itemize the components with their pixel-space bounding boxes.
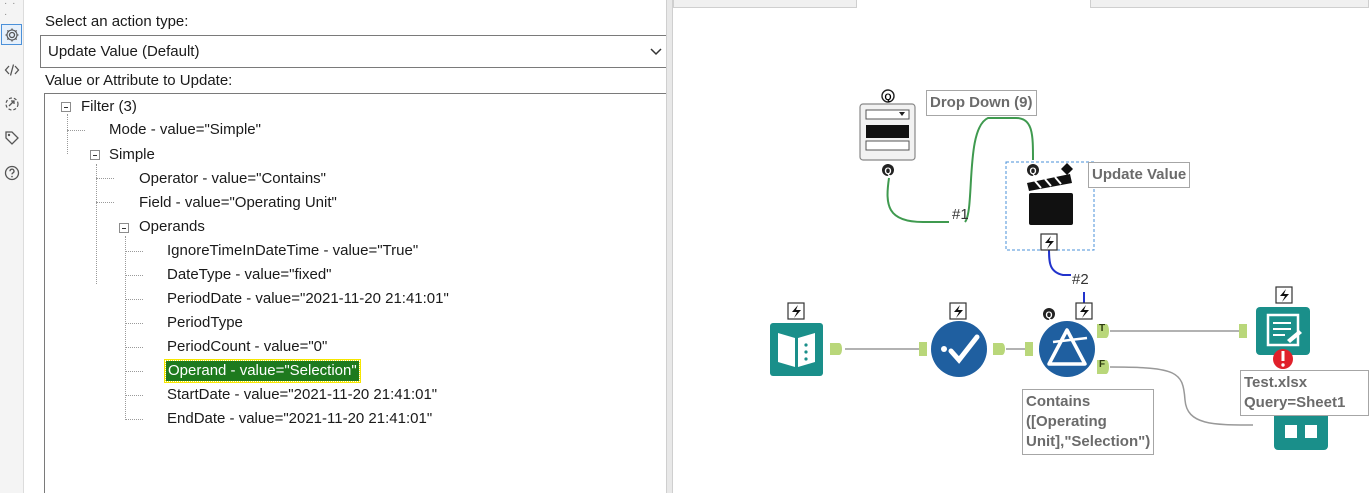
svg-text:Q: Q (1029, 166, 1036, 176)
value-attribute-label: Value or Attribute to Update: (45, 72, 233, 89)
filter-false-label: F (1099, 359, 1106, 370)
collapse-operands-toggle[interactable] (119, 223, 129, 233)
tree-node-ignoretime[interactable]: IgnoreTimeInDateTime - value="True" (167, 242, 419, 259)
help-icon[interactable] (1, 162, 22, 183)
tree-node-operand-selected[interactable]: Operand - value="Selection" (165, 360, 360, 382)
code-icon[interactable] (1, 59, 22, 80)
tree-node-datetype[interactable]: DateType - value="fixed" (167, 266, 332, 283)
configuration-panel: Select an action type: Update Value (Def… (24, 0, 671, 493)
tree-node-periodcount[interactable]: PeriodCount - value="0" (167, 338, 328, 355)
strip-grip: · · · (4, 0, 17, 20)
svg-text:Q: Q (1045, 310, 1052, 320)
action-tool-icon: Q (1005, 161, 1095, 251)
action-type-label: Select an action type: (45, 13, 189, 30)
tree-node-enddate[interactable]: EndDate - value="2021-11-20 21:41:01" (167, 410, 433, 427)
tree-node-perioddate[interactable]: PeriodDate - value="2021-11-20 21:41:01" (167, 290, 449, 307)
tag-icon[interactable] (1, 127, 22, 148)
wire-dropdown-up (964, 117, 1034, 223)
dropdown-annotation[interactable]: Drop Down (9) (926, 90, 1037, 116)
text-input-tool-icon (770, 302, 842, 376)
action-type-select[interactable]: Update Value (Default) (40, 35, 671, 68)
canvas-tab-1[interactable] (673, 0, 857, 8)
svg-text:Q: Q (884, 92, 891, 102)
tree-node-operands[interactable]: Operands (139, 218, 205, 235)
select-tool-icon (919, 302, 1033, 377)
workflow-canvas[interactable]: Q Q Q (673, 0, 1369, 493)
tree-node-filter[interactable]: Filter (3) (81, 98, 137, 115)
output-tool-icon (1239, 286, 1310, 369)
panel-splitter[interactable] (666, 0, 673, 493)
tree-node-mode[interactable]: Mode - value="Simple" (109, 121, 261, 138)
connection-label-2: #2 (1072, 271, 1089, 288)
filter-tool-icon: Q (1039, 302, 1109, 377)
output-annotation-file: Test.xlsx (1244, 374, 1308, 391)
filter-true-label: T (1099, 323, 1106, 334)
gear-icon[interactable] (1, 24, 22, 45)
wire-update-to-filter (1048, 247, 1071, 276)
wire-filter-false (1109, 366, 1254, 426)
tree-node-simple[interactable]: Simple (109, 146, 155, 163)
dropdown-tool-icon: Q Q (859, 89, 916, 176)
tool-icon-strip: · · · (0, 0, 24, 493)
output-annotation[interactable]: Test.xlsx Query=Sheet1 (1240, 370, 1369, 416)
workflow-diagram: Q Q Q (770, 89, 1328, 450)
svg-text:Q: Q (884, 166, 891, 176)
filter-annotation[interactable]: Contains ([Operating Unit],"Selection") (1022, 389, 1155, 455)
browse-tool-icon (1274, 412, 1328, 450)
tree-node-field[interactable]: Field - value="Operating Unit" (139, 194, 337, 211)
connection-icon[interactable] (1, 93, 22, 114)
wire-dropdown-down (886, 177, 949, 223)
output-annotation-query: Query=Sheet1 (1244, 394, 1346, 411)
collapse-filter-toggle[interactable] (61, 102, 71, 112)
connection-label-1: #1 (952, 206, 969, 223)
collapse-simple-toggle[interactable] (90, 150, 100, 160)
value-attribute-tree[interactable]: Filter (3) Mode - value="Simple" Simple … (44, 93, 667, 493)
tree-node-startdate[interactable]: StartDate - value="2021-11-20 21:41:01" (167, 386, 438, 403)
action-type-value: Update Value (Default) (48, 43, 200, 60)
chevron-down-icon (650, 48, 662, 56)
update-value-annotation[interactable]: Update Value (1088, 162, 1191, 188)
tree-node-operator[interactable]: Operator - value="Contains" (139, 170, 326, 187)
tree-node-periodtype[interactable]: PeriodType (167, 314, 243, 331)
